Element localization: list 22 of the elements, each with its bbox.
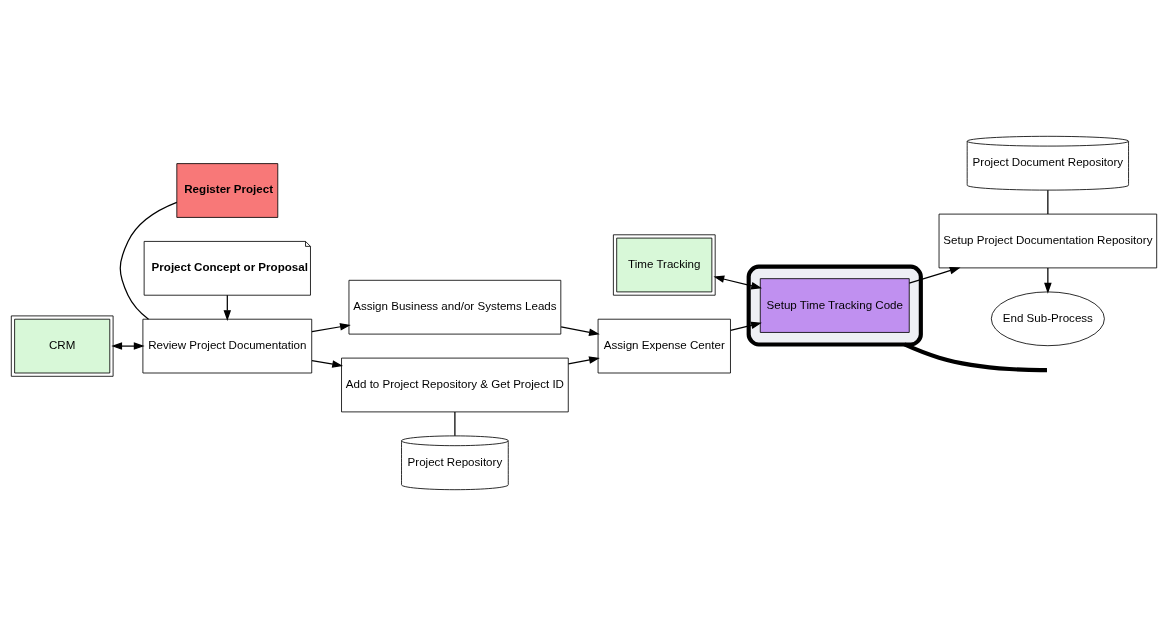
arrow bbox=[567, 356, 600, 365]
arrow bbox=[111, 342, 145, 350]
node-box: Review Project Documentation bbox=[142, 318, 313, 374]
arrow bbox=[908, 266, 961, 284]
arrow bbox=[1044, 267, 1052, 294]
connector bbox=[903, 342, 1047, 373]
connector bbox=[1047, 189, 1049, 215]
connector bbox=[454, 411, 456, 437]
arrow bbox=[311, 323, 351, 333]
node-ellipse: End Sub-Process bbox=[990, 291, 1105, 347]
arrow bbox=[311, 359, 343, 368]
arrow bbox=[713, 275, 762, 290]
arrow bbox=[560, 326, 600, 336]
node-box: Assign Business and/or Systems Leads bbox=[348, 279, 562, 335]
connector bbox=[119, 201, 178, 320]
node-box: Add to Project Repository & Get Project ID bbox=[341, 357, 569, 413]
arrow bbox=[730, 321, 762, 331]
cluster bbox=[746, 264, 923, 347]
node-box: Register Project bbox=[176, 163, 279, 218]
node-box: Setup Time Tracking Code bbox=[759, 278, 910, 333]
node-box: Setup Project Documentation Repository bbox=[938, 213, 1158, 269]
node-box: Assign Expense Center bbox=[597, 318, 731, 374]
